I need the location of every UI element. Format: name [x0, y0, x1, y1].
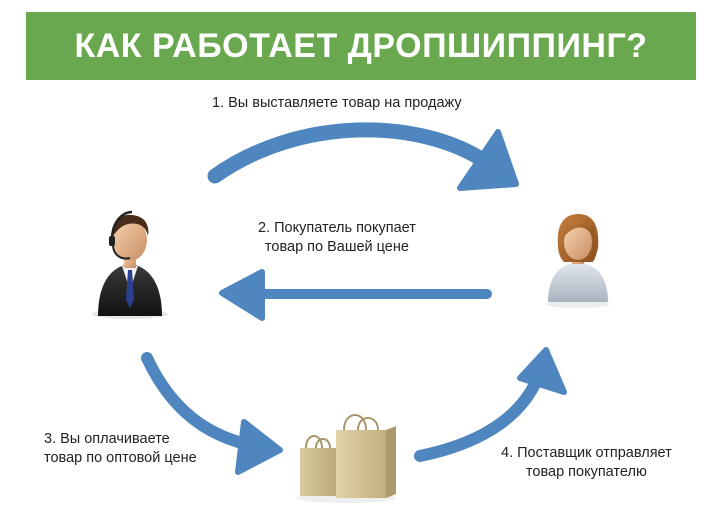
arrow-step-1	[207, 122, 519, 191]
step-3-line-1: 3. Вы оплачиваете	[44, 431, 170, 447]
step-4-label: 4. Поставщик отправляет товар покупателю	[501, 444, 672, 482]
step-3-label: 3. Вы оплачиваете товар по оптовой цене	[44, 430, 197, 468]
step-1-label: 1. Вы выставляете товар на продажу	[212, 94, 462, 113]
step-3-line-2: товар по оптовой цене	[44, 450, 197, 466]
arrow-step-2	[219, 269, 492, 321]
shopping-bags-icon	[296, 414, 396, 503]
arrow-step-3	[141, 352, 283, 475]
person-woman-icon	[546, 214, 610, 308]
step-4-line-2: товар покупателю	[525, 464, 647, 480]
page-title: КАК РАБОТАЕТ ДРОПШИППИНГ?	[74, 26, 648, 65]
step-2-line-1: 2. Покупатель покупает	[258, 220, 416, 236]
step-4-line-1: 4. Поставщик отправляет	[501, 445, 672, 461]
arrow-step-4	[414, 347, 567, 462]
person-headset-icon	[92, 210, 168, 319]
header-banner: КАК РАБОТАЕТ ДРОПШИППИНГ?	[26, 12, 696, 80]
step-1-line-1: 1. Вы выставляете товар на продажу	[212, 95, 462, 111]
step-2-label: 2. Покупатель покупает товар по Вашей це…	[258, 219, 416, 257]
step-2-line-2: товар по Вашей цене	[264, 239, 409, 255]
